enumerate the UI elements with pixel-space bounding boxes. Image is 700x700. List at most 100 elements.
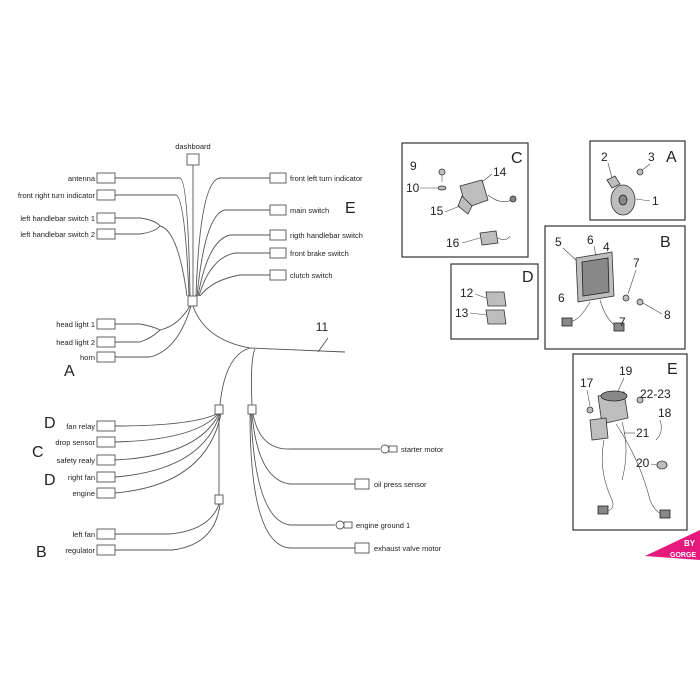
main-switch-label: main switch bbox=[290, 206, 329, 215]
antenna-connector bbox=[96, 172, 116, 184]
group-letter-a: A bbox=[64, 363, 75, 380]
head-light-2-connector bbox=[96, 336, 116, 348]
drop-sensor-plug bbox=[509, 195, 517, 203]
engine-ground-terminal bbox=[335, 520, 345, 530]
fan-relay-connector bbox=[96, 420, 116, 432]
clutch-switch-connector bbox=[269, 269, 287, 281]
screw-22-23 bbox=[636, 396, 644, 404]
panel-d-num-12: 12 bbox=[460, 286, 474, 300]
fan-relay-lower bbox=[485, 309, 507, 325]
dashboard-label: dashboard bbox=[175, 142, 210, 151]
by-gorge-logo: BY GORGE bbox=[645, 530, 700, 560]
panel-e-num-17: 17 bbox=[580, 376, 594, 390]
screw-9 bbox=[438, 168, 446, 176]
front-brake-switch-label: front brake switch bbox=[290, 249, 349, 258]
head-light-1-connector bbox=[96, 318, 116, 330]
regulator-nut bbox=[636, 298, 644, 306]
panel-a-num-3: 3 bbox=[648, 150, 655, 164]
safety-relay-connector bbox=[96, 454, 116, 466]
front-left-turn-label: front left turn indicator bbox=[290, 174, 363, 183]
panel-b: B 5 6 4 7 6 7 8 bbox=[544, 225, 686, 350]
logo-line-2: GORGE bbox=[670, 552, 696, 559]
right-fan-label: right fan bbox=[68, 473, 95, 482]
panel-b-letter: B bbox=[660, 234, 671, 251]
front-brake-switch-connector bbox=[269, 247, 287, 259]
group-letter-e: E bbox=[345, 200, 356, 217]
regulator-fins bbox=[581, 257, 610, 297]
panel-c-num-15: 15 bbox=[430, 204, 444, 218]
panel-e-num-20: 20 bbox=[636, 456, 650, 470]
right-switch-label: rigth handlebar switch bbox=[290, 231, 363, 240]
harness-labels: dashboard antenna front right turn indic… bbox=[18, 142, 444, 555]
fan-relay-upper bbox=[485, 291, 507, 307]
regulator-plug-left bbox=[561, 317, 573, 327]
left-switch-2-label: left handlebar switch 2 bbox=[20, 230, 95, 239]
group-letter-c: C bbox=[32, 444, 44, 461]
drop-sensor-label: drop sensor bbox=[55, 438, 95, 447]
logo-line-1: BY bbox=[684, 539, 696, 548]
front-right-turn-label: front right turn indicator bbox=[18, 191, 96, 200]
engine-label: engine bbox=[72, 489, 95, 498]
fan-relay-label: fan relay bbox=[66, 422, 95, 431]
right-switch-connector bbox=[269, 229, 287, 241]
panel-e-letter: E bbox=[667, 361, 678, 378]
engine-ground-label: engine ground 1 bbox=[356, 521, 410, 530]
panel-e-num-21: 21 bbox=[636, 426, 650, 440]
head-light-2-label: head light 2 bbox=[56, 338, 95, 347]
front-left-turn-connector bbox=[269, 172, 287, 184]
panel-e-num-19: 19 bbox=[619, 364, 633, 378]
panel-b-num-6-top: 6 bbox=[587, 233, 594, 247]
key-cap-20 bbox=[656, 460, 668, 470]
horn-label: horn bbox=[80, 353, 95, 362]
regulator-label: regulator bbox=[65, 546, 95, 555]
panel-a: A 2 3 1 bbox=[589, 140, 686, 221]
engine-connector bbox=[96, 487, 116, 499]
left-switch-2-connector bbox=[96, 228, 116, 240]
panel-c-num-16: 16 bbox=[446, 236, 460, 250]
group-letter-d-fan-relay: D bbox=[44, 415, 56, 432]
panel-a-num-1: 1 bbox=[652, 194, 659, 208]
main-switch-mount bbox=[589, 417, 609, 441]
safety-relay-16 bbox=[479, 230, 499, 246]
panel-d-num-13: 13 bbox=[455, 306, 469, 320]
front-right-turn-connector bbox=[96, 189, 116, 201]
horn-nut bbox=[636, 168, 644, 176]
washer-10 bbox=[437, 185, 447, 191]
panel-e: E 17 19 22-23 18 21 20 bbox=[572, 353, 688, 531]
panel-a-frame bbox=[589, 140, 686, 221]
left-switch-1-label: left handlebar switch 1 bbox=[20, 214, 95, 223]
horn-connector bbox=[96, 351, 116, 363]
panel-a-num-2: 2 bbox=[601, 150, 608, 164]
left-junction-lower bbox=[214, 494, 224, 505]
panel-a-letter: A bbox=[666, 149, 677, 166]
right-junction bbox=[247, 404, 257, 415]
exhaust-valve-connector bbox=[354, 542, 370, 554]
left-junction-upper bbox=[214, 404, 224, 415]
panel-b-num-5: 5 bbox=[555, 235, 562, 249]
panel-e-frame bbox=[572, 353, 688, 531]
logo-triangle bbox=[645, 530, 700, 560]
starter-motor-lug bbox=[388, 445, 398, 453]
dashboard-connector bbox=[186, 153, 200, 166]
panel-b-num-7-top: 7 bbox=[633, 256, 640, 270]
screw-17 bbox=[586, 406, 594, 414]
harness-wires bbox=[114, 153, 380, 551]
head-light-1-label: head light 1 bbox=[56, 320, 95, 329]
main-switch-plug-left bbox=[597, 505, 609, 515]
oil-press-sensor-label: oil press sensor bbox=[374, 480, 427, 489]
horn-bracket bbox=[606, 175, 621, 189]
left-fan-connector bbox=[96, 528, 116, 540]
group-letter-d-right-fan: D bbox=[44, 472, 56, 489]
panel-b-num-6-mid: 6 bbox=[558, 291, 565, 305]
panel-c-letter: C bbox=[511, 150, 523, 167]
main-switch-connector bbox=[269, 204, 287, 216]
panel-c-num-14: 14 bbox=[493, 165, 507, 179]
harness-connectors bbox=[96, 172, 398, 556]
harness-group-letters: E A D C D B bbox=[32, 200, 356, 561]
regulator-plug-right bbox=[613, 322, 625, 332]
left-fan-label: left fan bbox=[72, 530, 95, 539]
starter-motor-label: starter motor bbox=[401, 445, 444, 454]
drop-sensor-bracket bbox=[457, 195, 473, 215]
regulator-bolt bbox=[622, 294, 630, 302]
